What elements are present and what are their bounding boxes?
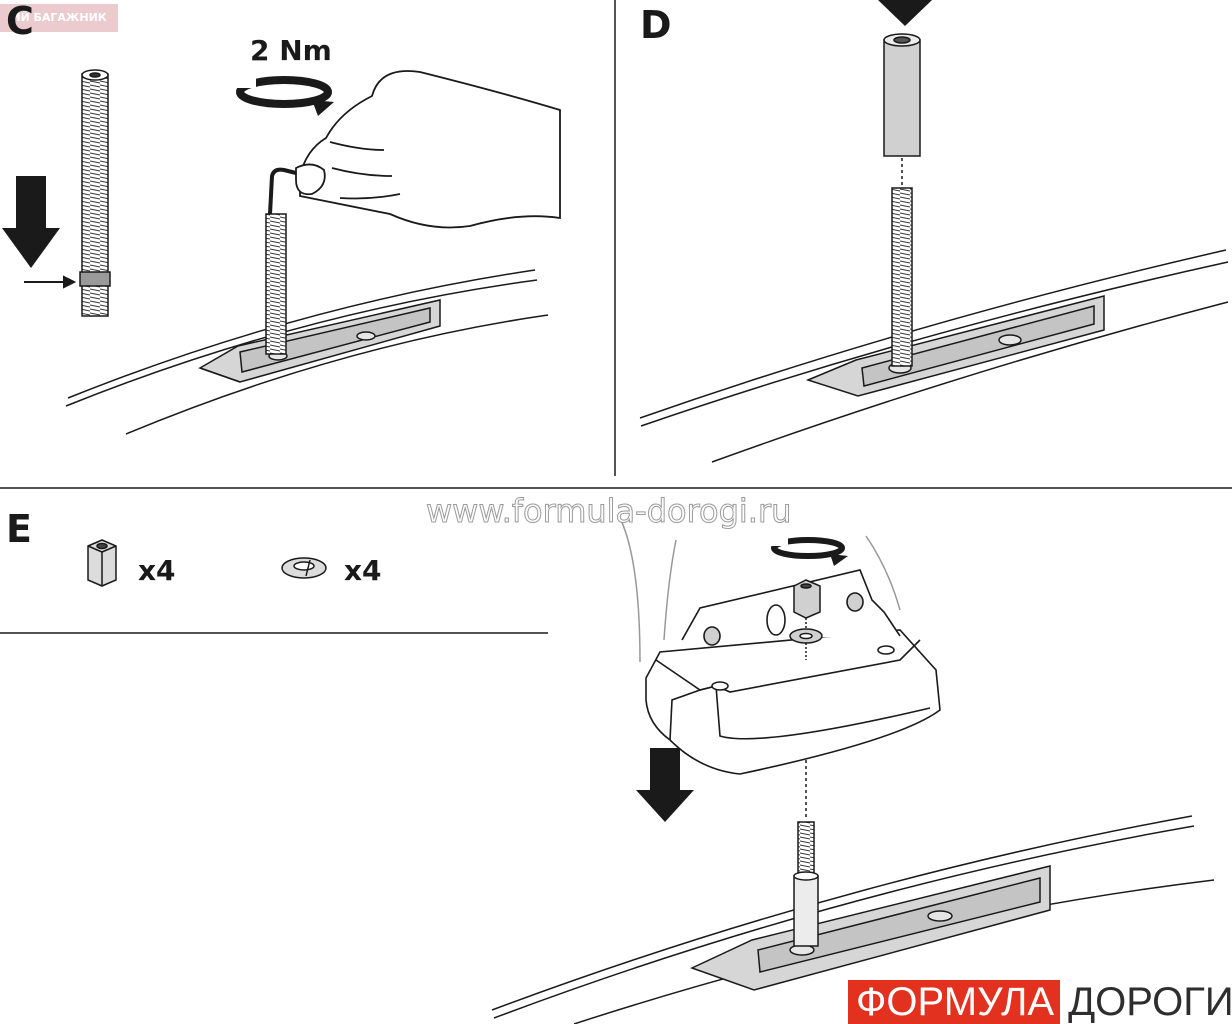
panel-dividers	[0, 0, 1232, 634]
spring-washer-icon	[281, 557, 327, 579]
panel-d	[639, 0, 1229, 463]
roof-rack-foot	[645, 569, 941, 775]
stud-with-spacer	[793, 821, 819, 947]
roof-surface-d	[639, 249, 1229, 463]
mounting-plate-d	[805, 295, 1105, 397]
mounting-plate-c	[198, 299, 441, 383]
mounting-plate-e	[690, 865, 1051, 991]
roof-surface-c	[65, 269, 549, 435]
nut-on-foot	[793, 579, 821, 619]
installed-stud-d	[891, 187, 913, 367]
brand-dark-part: ДОРОГИ	[1060, 980, 1232, 1024]
arrow-down-icon	[2, 176, 60, 268]
brand-logo: ФОРМУЛА ДОРОГИ	[848, 980, 1232, 1024]
spacer-sleeve	[883, 33, 921, 157]
rotate-arrow-icon-e	[770, 536, 848, 566]
nut-quantity: x4	[138, 554, 176, 587]
site-watermark: www.formula-dorogi.ru	[425, 492, 792, 531]
step-letter-d: D	[640, 3, 672, 47]
torque-label: 2 Nm	[250, 34, 332, 67]
threaded-stud	[79, 69, 111, 317]
step-letter-c: C	[6, 0, 34, 43]
rotate-arrow-icon	[232, 76, 334, 116]
panel-e	[87, 517, 1215, 1024]
hex-key-icon	[268, 167, 301, 215]
hex-nut-icon	[87, 539, 117, 587]
motion-lines	[619, 517, 901, 663]
washer-quantity: x4	[344, 554, 382, 587]
step-letter-e: E	[6, 507, 32, 551]
installed-stud-c	[265, 213, 287, 355]
panel-c	[2, 69, 561, 435]
brand-red-part: ФОРМУЛА	[848, 980, 1061, 1024]
hand-illustration	[295, 70, 561, 229]
arrow-down-icon-e	[636, 748, 694, 822]
washer-on-foot	[789, 628, 823, 644]
pointer-arrow-icon	[24, 275, 77, 289]
arrow-down-icon-d	[878, 0, 932, 26]
watermark-tag: ИЙ БАГАЖНИК	[0, 4, 118, 32]
